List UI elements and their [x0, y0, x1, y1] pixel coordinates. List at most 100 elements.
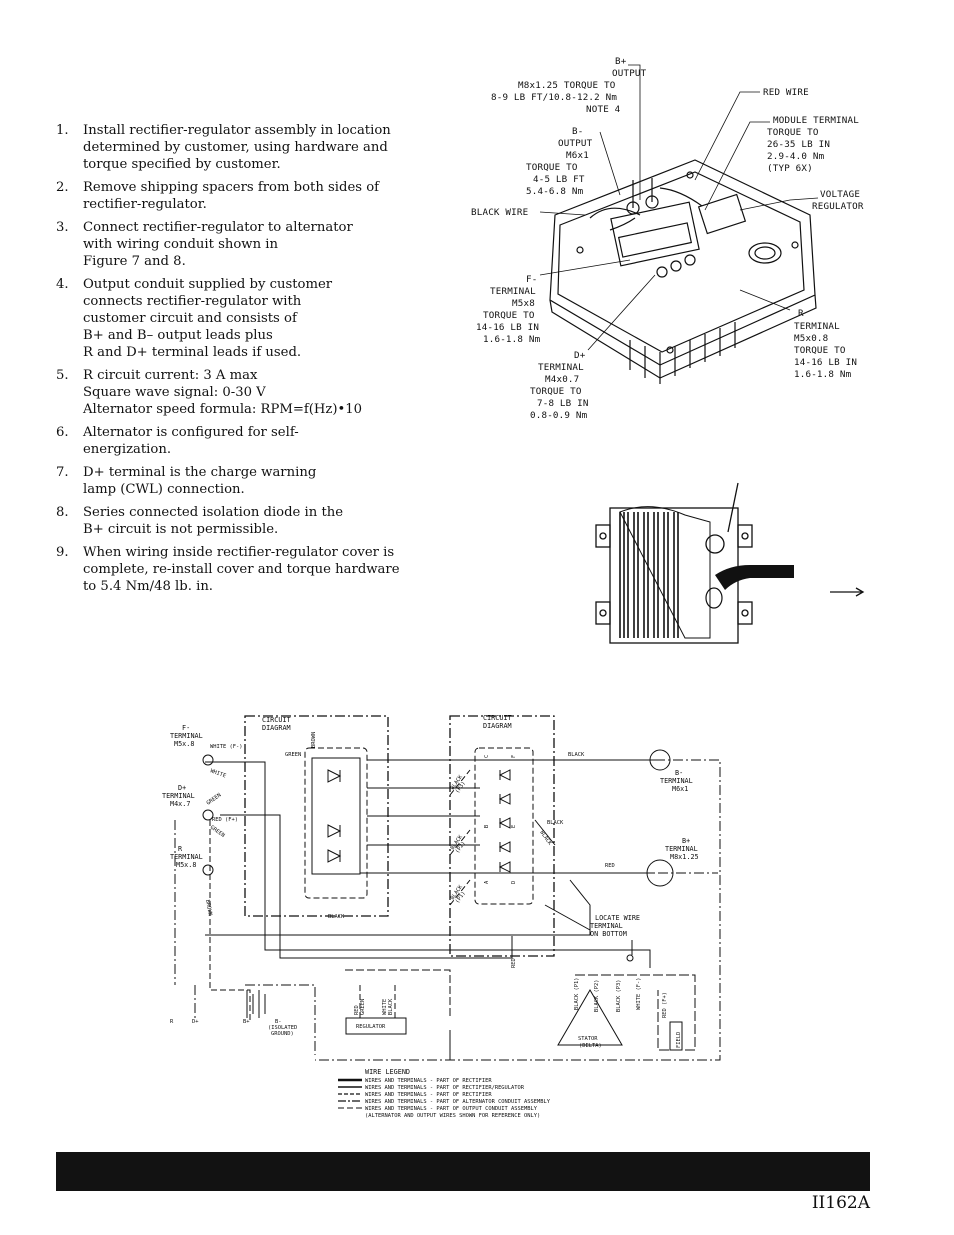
step-text: Output conduit supplied by customer	[83, 277, 333, 292]
white-f-label: WHITE (F-)	[210, 744, 242, 750]
instruction-step: 2. Remove shipping spacers from both side…	[56, 179, 406, 213]
step-text: B+ circuit is not permissible.	[83, 522, 279, 537]
instruction-step: 7. D+ terminal is the charge warning lamp …	[56, 464, 406, 498]
regulator-label: REGULATOR	[356, 1024, 386, 1030]
legend-item-2: WIRES AND TERMINALS - PART OF RECTIFIER/…	[365, 1085, 525, 1091]
r-small-label: R	[170, 1019, 174, 1025]
step-number: 9.	[56, 545, 69, 560]
legend-note: (ALTERNATOR AND OUTPUT WIRES SHOWN FOR R…	[365, 1113, 540, 1119]
step-text: torque specified by customer.	[83, 157, 281, 172]
black-wire-callout: BLACK WIRE	[471, 207, 528, 218]
phase-c-label: C	[484, 755, 490, 758]
stator-white-f: WHITE (F-)	[636, 978, 642, 1010]
step-number: 3.	[56, 220, 69, 235]
step-text: connects rectifier-regulator with	[83, 294, 302, 309]
black-label-4: BLACK	[328, 914, 345, 920]
legend-item-1: WIRES AND TERMINALS - PART OF RECTIFIER	[365, 1078, 492, 1084]
legend-title: WIRE LEGEND	[365, 1068, 410, 1076]
green-label-2: GREEN	[206, 792, 223, 806]
stator-black-p3: BLACK (P3)	[616, 980, 622, 1012]
instruction-step: 1. Install rectifier-regulator assembly i…	[56, 122, 406, 173]
phase-f-label: F	[511, 755, 517, 758]
step-text: to 5.4 Nm/48 lb. in.	[83, 579, 214, 594]
step-number: 4.	[56, 277, 69, 292]
red-label: RED	[605, 863, 615, 869]
step-number: 6.	[56, 425, 69, 440]
stator-red-f: RED (F+)	[662, 992, 668, 1018]
instruction-step: 3. Connect rectifier-regulator to alterna…	[56, 219, 406, 270]
phase-d-label: D	[511, 881, 517, 884]
brown-label-2: BROWN	[204, 899, 213, 916]
instruction-step: 8. Series connected isolation diode in th…	[56, 504, 406, 538]
step-text: Figure 7 and 8.	[83, 254, 186, 269]
brown-label: BROWN	[311, 732, 317, 748]
red-green-label: REDGREEN	[354, 999, 366, 1015]
white-label: WHITE	[209, 768, 226, 779]
step-text: Square wave signal: 0-30 V	[83, 385, 266, 400]
step-text: Install rectifier-regulator assembly in …	[83, 123, 391, 138]
installation-steps: 1. Install rectifier-regulator assembly i…	[56, 122, 406, 601]
red-vertical-label: RED	[511, 958, 517, 968]
step-number: 2.	[56, 180, 69, 195]
stator-black-p1: BLACK (P1)	[574, 978, 580, 1010]
step-text: lamp (CWL) connection.	[83, 482, 245, 497]
phase-e-label: E	[511, 825, 517, 828]
stator-black-p2: BLACK (P2)	[594, 980, 600, 1012]
red-wire-callout: RED WIRE	[763, 87, 809, 98]
step-number: 1.	[56, 123, 69, 138]
step-text: Alternator is configured for self-	[83, 425, 299, 440]
step-text: determined by customer, using hardware a…	[83, 140, 388, 155]
step-text: Alternator speed formula: RPM=f(Hz)•10	[83, 402, 363, 417]
field-label: FIELD	[676, 1032, 682, 1048]
red-f-label: RED (F+)	[212, 817, 238, 823]
step-text: Remove shipping spacers from both sides …	[83, 180, 380, 195]
step-text: with wiring conduit shown in	[83, 237, 278, 252]
footer-bar	[56, 1152, 870, 1191]
step-text: rectifier-regulator.	[83, 197, 207, 212]
step-number: 8.	[56, 505, 69, 520]
stator-label: STATOR(DELTA)	[578, 1036, 602, 1049]
step-number: 5.	[56, 368, 69, 383]
black-label-3: BLACK	[538, 830, 553, 847]
step-text: complete, re-install cover and torque ha…	[83, 562, 400, 577]
step-text: When wiring inside rectifier-regulator c…	[83, 545, 395, 560]
step-number: 7.	[56, 465, 69, 480]
step-text: energization.	[83, 442, 172, 457]
wire-legend: WIRE LEGEND WIRES AND TERMINALS - PART O…	[338, 1068, 551, 1119]
instruction-step: 9. When wiring inside rectifier-regulator…	[56, 544, 406, 595]
unit-top-view-drawing	[595, 482, 865, 644]
step-text: D+ terminal is the charge warning	[83, 465, 317, 480]
legend-item-4: WIRES AND TERMINALS - PART OF ALTERNATOR…	[365, 1099, 551, 1105]
figure-id: II162A	[811, 1193, 870, 1213]
black-label: BLACK	[568, 752, 585, 758]
black-label-2: BLACK	[547, 820, 564, 826]
b-plus-small-label: B+	[243, 1019, 250, 1025]
step-text: Series connected isolation diode in the	[83, 505, 344, 520]
phase-a-label: A	[484, 880, 490, 884]
legend-item-5: WIRES AND TERMINALS - PART OF OUTPUT CON…	[365, 1106, 538, 1112]
legend-item-3: WIRES AND TERMINALS - PART OF RECTIFIER	[365, 1092, 492, 1098]
step-text: R circuit current: 3 A max	[83, 368, 258, 383]
instruction-step: 4. Output conduit supplied by customer con…	[56, 276, 406, 361]
step-text: Connect rectifier-regulator to alternato…	[83, 220, 353, 235]
d-plus-small-label: D+	[192, 1019, 199, 1025]
phase-b-label: B	[484, 825, 490, 828]
step-text: B+ and B– output leads plus	[83, 328, 273, 343]
step-text: customer circuit and consists of	[83, 311, 297, 326]
instruction-step: 6. Alternator is configured for self-ener…	[56, 424, 406, 458]
